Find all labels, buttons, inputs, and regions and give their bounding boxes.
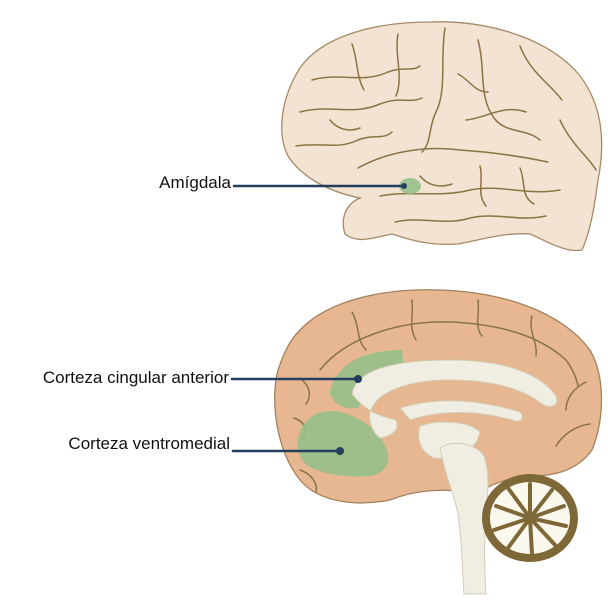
amygdala-leader-dot [401,183,407,189]
lateral-brain-outline [282,22,602,251]
lateral-brain-view [282,22,602,251]
ventromedial-cortex-label: Corteza ventromedial [68,434,230,454]
amygdala-label: Amígdala [159,173,231,193]
medial-brain-view [275,290,602,594]
brainstem [440,443,488,594]
cerebellum [482,474,578,562]
anterior-cingulate-leader-dot [354,375,362,383]
anterior-cingulate-label: Corteza cingular anterior [43,368,229,388]
ventromedial-leader-dot [336,447,344,455]
